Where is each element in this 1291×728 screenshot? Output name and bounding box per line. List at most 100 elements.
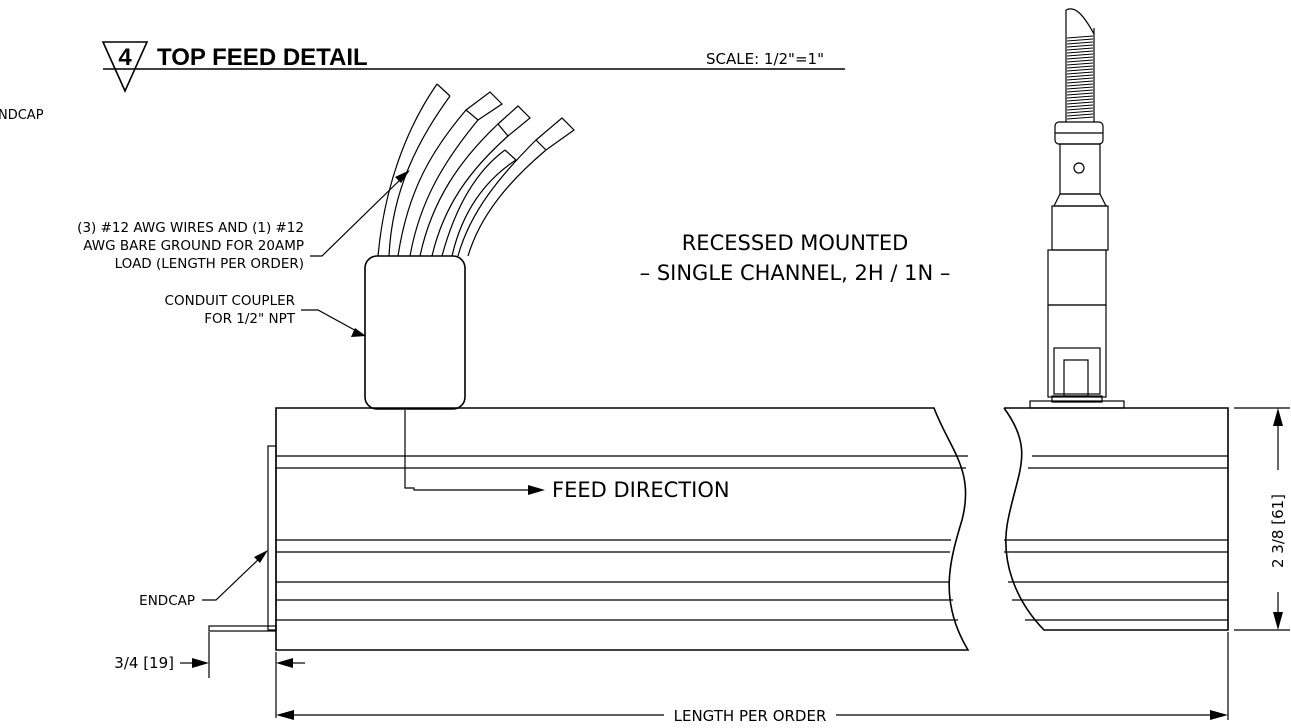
thread-line [1066, 80, 1094, 84]
thread-line [1066, 77, 1094, 81]
wire [397, 109, 479, 257]
thread-line [1066, 41, 1094, 45]
thread-line [1066, 116, 1094, 120]
wire-tip [535, 117, 575, 151]
hanger-body-upper [1059, 143, 1101, 195]
endcap-plate [267, 445, 277, 631]
wire [419, 123, 509, 257]
thread-line [1066, 44, 1094, 48]
wire-end [436, 83, 451, 97]
mount-note-line-1: RECESSED MOUNTED [682, 231, 909, 255]
detail-title: TOP FEED DETAIL [157, 44, 368, 71]
mount-note: RECESSED MOUNTED – SINGLE CHANNEL, 2H / … [640, 231, 951, 285]
feed-direction-arrow [528, 485, 545, 495]
wire [457, 139, 547, 257]
thread-line [1066, 68, 1094, 72]
coupler-callout-line-1: CONDUIT COUPLER [165, 293, 295, 309]
detail-number-triangle [101, 41, 149, 93]
thread-line [1066, 35, 1094, 39]
endcap-leader [202, 555, 263, 601]
thread-line [1066, 113, 1094, 117]
endcap-offset-label: 3/4 [19] [114, 654, 174, 672]
feed-direction: FEED DIRECTION [404, 410, 730, 502]
thread-line [1066, 83, 1094, 87]
wires-callout: (3) #12 AWG WIRES AND (1) #12 AWG BARE G… [77, 170, 410, 272]
coupler-leader-arrow [351, 328, 366, 337]
thread-line [1066, 47, 1094, 51]
channel-outline-left [275, 407, 970, 651]
dimension-arrow [276, 710, 294, 720]
thread-line [1066, 59, 1094, 63]
dimension-arrow [192, 658, 209, 668]
height-dimension-label: 2 3/8 [61] [1269, 494, 1287, 568]
thread-line [1066, 50, 1094, 54]
endcap-callout-label: ENDCAP [139, 593, 195, 609]
feed-direction-line [404, 410, 528, 491]
rod-threads [1066, 35, 1094, 120]
thread-line [1066, 92, 1094, 96]
thread-line [1066, 86, 1094, 90]
hanger-clip-inner [1063, 359, 1089, 397]
coupler-leader [301, 309, 361, 334]
hanger-pin-hole [1073, 162, 1085, 174]
channel-section-left [275, 407, 970, 651]
endcap-offset-dimension: 3/4 [19] [114, 632, 305, 718]
wires-callout-line-2: AWG BARE GROUND FOR 20AMP [83, 238, 304, 254]
endcap-foot [208, 625, 277, 632]
wires-leader [310, 175, 405, 257]
thread-line [1066, 98, 1094, 102]
coupler-callout: CONDUIT COUPLER FOR 1/2" NPT [165, 293, 366, 337]
length-dimension-label: LENGTH PER ORDER [674, 707, 827, 725]
feed-direction-label: FEED DIRECTION [552, 478, 730, 502]
thread-line [1066, 101, 1094, 105]
thread-line [1066, 71, 1094, 75]
thread-line [1066, 62, 1094, 66]
hanger-body-lower [1047, 249, 1107, 306]
channel-section-right [1003, 407, 1229, 631]
channel-outline-right [1003, 407, 1229, 631]
wires-leader-arrow [395, 170, 410, 183]
hanger-base-plate [1029, 400, 1125, 409]
thread-line [1066, 56, 1094, 60]
detail-number: 4 [118, 44, 132, 71]
conduit-coupler [364, 255, 466, 410]
endcap-leader-arrow [254, 550, 268, 563]
wire [441, 149, 517, 257]
wire [377, 83, 451, 257]
threaded-rod-hanger [1029, 8, 1125, 409]
hanger-collar [1053, 193, 1107, 207]
thread-line [1066, 53, 1094, 57]
wires-callout-line-1: (3) #12 AWG WIRES AND (1) #12 [77, 220, 304, 236]
endcap: ENDCAP [139, 445, 277, 632]
dimension-arrow [276, 658, 293, 668]
rod-break [1065, 8, 1095, 35]
wires-callout-line-3: LOAD (LENGTH PER ORDER) [115, 256, 304, 272]
length-dimension: LENGTH PER ORDER [276, 632, 1229, 725]
hanger-body-base [1047, 304, 1107, 398]
thread-line [1066, 89, 1094, 93]
thread-line [1066, 74, 1094, 78]
thread-line [1066, 95, 1094, 99]
thread-line [1066, 110, 1094, 114]
dimension-arrow [1210, 710, 1228, 720]
thread-line [1066, 107, 1094, 111]
wire-bundle [377, 83, 575, 257]
dimension-arrow [1273, 408, 1283, 426]
title-block: 4 TOP FEED DETAIL SCALE: 1/2"=1" [101, 41, 845, 93]
partial-endcap-label: NDCAP [0, 108, 44, 123]
thread-line [1066, 104, 1094, 108]
wire-tip [497, 105, 531, 137]
mount-note-line-2: – SINGLE CHANNEL, 2H / 1N – [640, 261, 951, 285]
hanger-body-mid [1051, 205, 1109, 251]
hanger-foot [1051, 395, 1103, 403]
coupler-callout-line-2: FOR 1/2" NPT [204, 311, 296, 327]
height-dimension: 2 3/8 [61] [1234, 407, 1290, 631]
dimension-arrow [1273, 612, 1283, 630]
hanger-clip-window [1053, 347, 1101, 395]
scale-label: SCALE: 1/2"=1" [706, 50, 824, 68]
wire-end [504, 149, 517, 161]
wire-tip [465, 91, 503, 121]
thread-line [1066, 38, 1094, 42]
thread-line [1066, 65, 1094, 69]
